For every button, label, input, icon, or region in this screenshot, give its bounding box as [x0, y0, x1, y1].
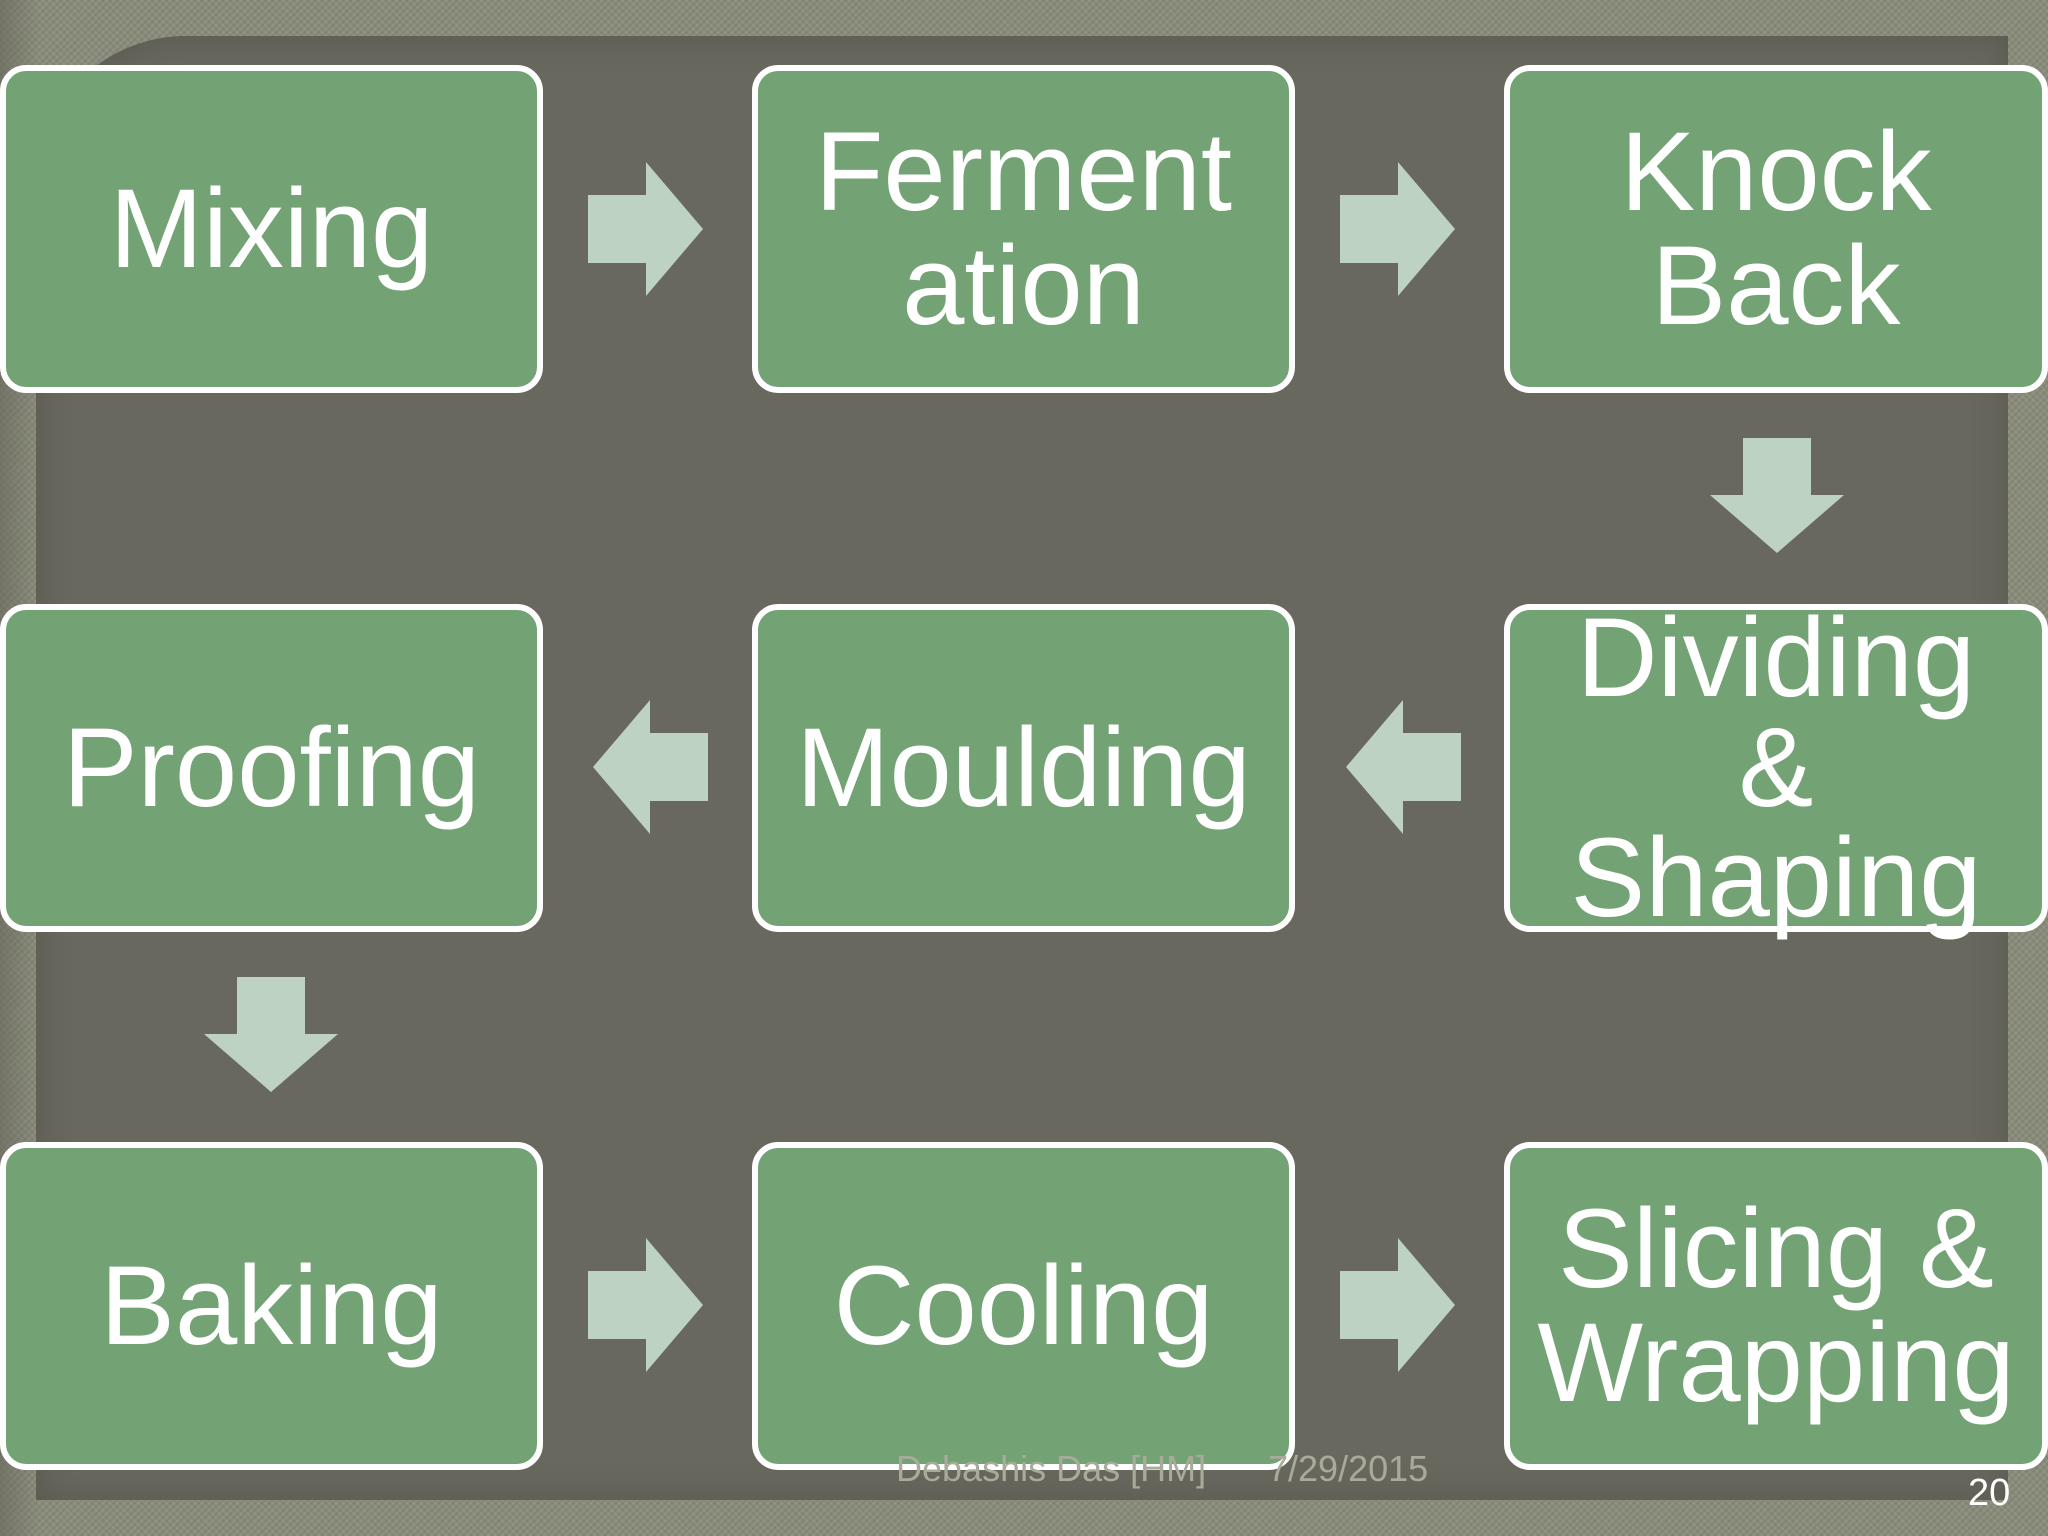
step-slicing-wrapping: Slicing & Wrapping — [1504, 1142, 2048, 1470]
footer-date: 7/29/2015 — [1268, 1448, 1429, 1489]
arrow-right-icon — [1340, 162, 1455, 296]
step-label: Mixing — [109, 166, 434, 291]
step-fermentation: Ferment ation — [752, 65, 1295, 393]
step-mixing: Mixing — [0, 65, 543, 393]
step-label: Baking — [100, 1243, 443, 1368]
step-label: Knock Back — [1620, 109, 1932, 348]
arrow-right-icon — [588, 1238, 703, 1372]
step-label: Proofing — [62, 705, 481, 830]
arrow-down-icon — [1710, 438, 1844, 553]
step-label: Moulding — [796, 705, 1251, 830]
arrow-left-icon — [593, 700, 708, 834]
step-cooling: Cooling — [752, 1142, 1295, 1470]
step-label: Slicing & Wrapping — [1537, 1186, 2015, 1425]
step-baking: Baking — [0, 1142, 543, 1470]
arrow-right-icon — [1340, 1238, 1455, 1372]
step-knock-back: Knock Back — [1504, 65, 2048, 393]
step-moulding: Moulding — [752, 604, 1295, 932]
step-label: Cooling — [833, 1243, 1214, 1368]
step-dividing-shaping: Dividing & Shaping — [1504, 595, 2048, 940]
footer-author: Debashis Das [HM] — [896, 1448, 1207, 1489]
arrow-down-icon — [204, 977, 338, 1092]
page-number: 20 — [1968, 1472, 2011, 1514]
step-label: Ferment ation — [815, 109, 1232, 348]
arrow-right-icon — [588, 162, 703, 296]
step-label: Dividing & Shaping — [1570, 595, 1982, 940]
step-proofing: Proofing — [0, 604, 543, 932]
arrow-left-icon — [1346, 700, 1461, 834]
